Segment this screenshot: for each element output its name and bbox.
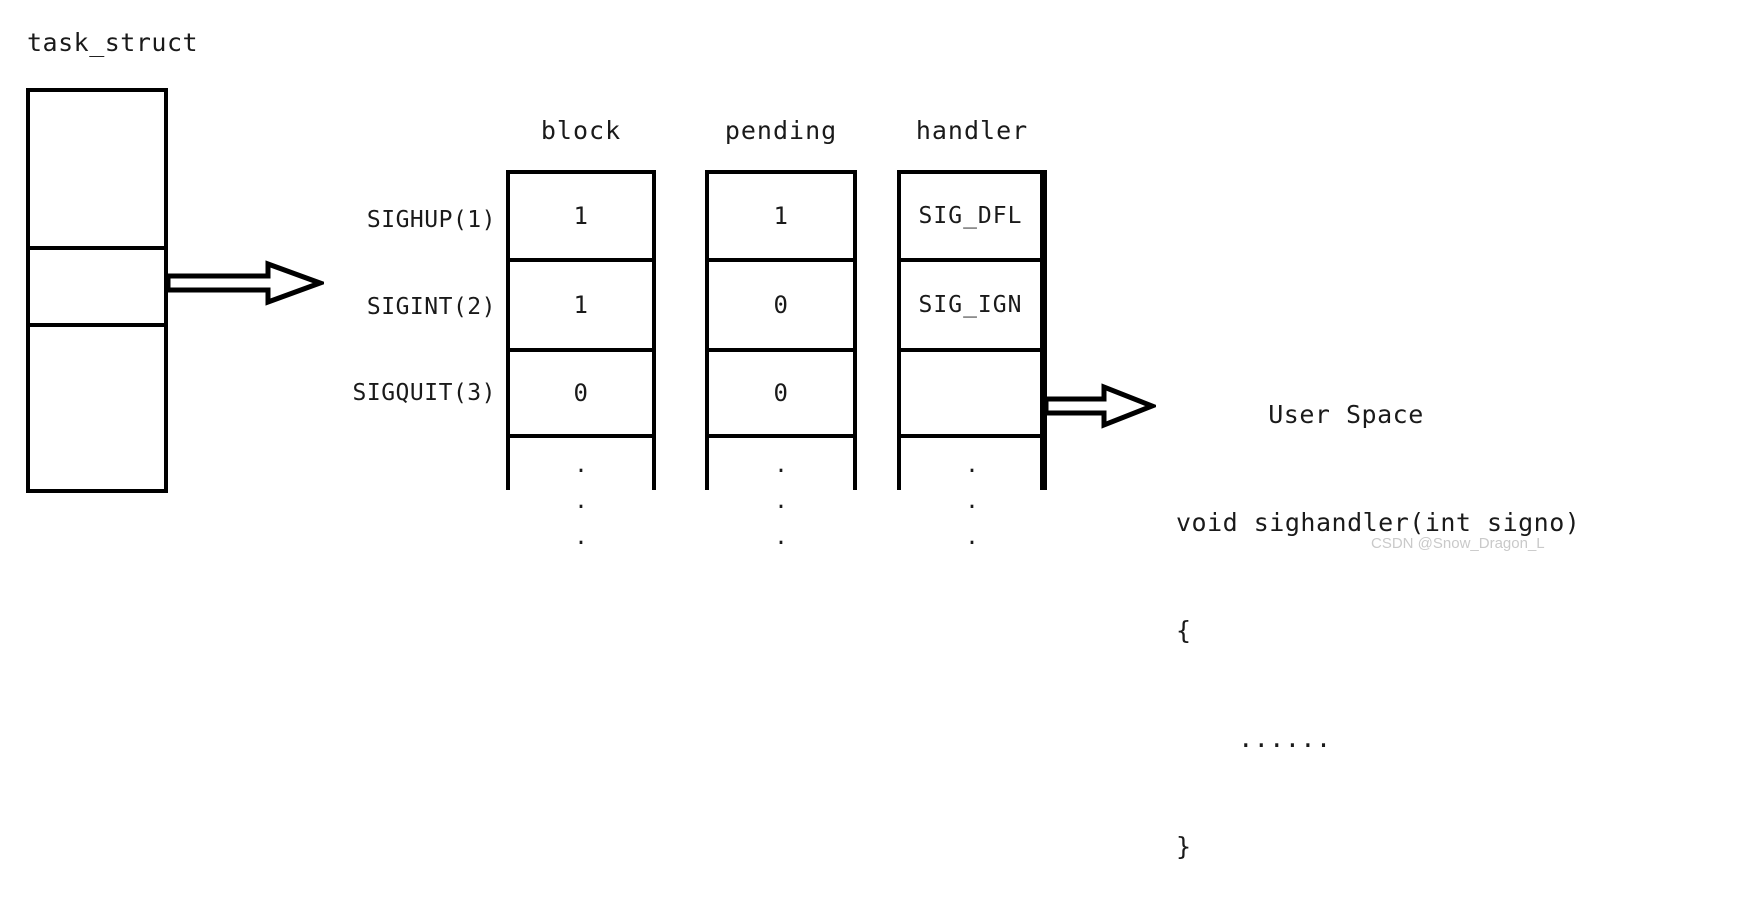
arrow-handler-to-user-icon xyxy=(1043,381,1159,435)
ellipsis-dot: . xyxy=(574,525,588,550)
row-label-sigint: SIGINT(2) xyxy=(366,294,496,320)
ellipsis-dot: . xyxy=(965,453,979,478)
ellipsis-handler: . . . xyxy=(897,448,1047,556)
task-struct-label: task_struct xyxy=(27,28,199,57)
user-space-code-line-0: void sighandler(int signo) xyxy=(1176,508,1581,537)
signal-table: block pending handler SIGHUP(1) SIGINT(2… xyxy=(346,110,1106,550)
watermark: CSDN @Snow_Dragon_L xyxy=(1371,535,1545,552)
ellipsis-dot: . xyxy=(965,525,979,550)
column-header-pending: pending xyxy=(724,116,838,145)
ellipsis-pending: . . . xyxy=(705,448,857,556)
cell-block-sigint: 1 xyxy=(510,262,652,352)
ellipsis-dot: . xyxy=(774,489,788,514)
cell-pending-sigint: 0 xyxy=(709,262,853,352)
user-space-code-line-1: { xyxy=(1176,616,1192,645)
user-space-code-line-2: ...... xyxy=(1176,724,1332,753)
task-struct-cell-0 xyxy=(30,92,164,250)
column-pending: 1 0 0 xyxy=(705,170,857,490)
cell-handler-sigint: SIG_IGN xyxy=(901,262,1040,352)
cell-handler-sigquit xyxy=(901,352,1040,438)
user-space-title: User Space xyxy=(1268,400,1424,429)
column-block: 1 1 0 xyxy=(506,170,656,490)
ellipsis-dot: . xyxy=(774,453,788,478)
ellipsis-block: . . . xyxy=(506,448,656,556)
user-space-code-line-3: } xyxy=(1176,832,1192,861)
task-struct-cell-2 xyxy=(30,327,164,489)
cell-block-sigquit: 0 xyxy=(510,352,652,438)
cell-pending-sigquit: 0 xyxy=(709,352,853,438)
cell-handler-sighup: SIG_DFL xyxy=(901,174,1040,262)
row-label-sighup: SIGHUP(1) xyxy=(366,207,496,233)
column-header-handler: handler xyxy=(915,116,1029,145)
column-header-block: block xyxy=(540,116,622,145)
ellipsis-dot: . xyxy=(574,453,588,478)
ellipsis-dot: . xyxy=(574,489,588,514)
user-space-code-block: User Space void sighandler(int signo) { … xyxy=(1176,325,1580,901)
ellipsis-dot: . xyxy=(774,525,788,550)
task-struct-box xyxy=(26,88,168,493)
arrow-task-to-table-icon xyxy=(165,258,328,312)
cell-pending-sighup: 1 xyxy=(709,174,853,262)
ellipsis-dot: . xyxy=(965,489,979,514)
row-label-sigquit: SIGQUIT(3) xyxy=(352,380,496,406)
task-struct-cell-signal-pointer xyxy=(30,250,164,327)
cell-block-sighup: 1 xyxy=(510,174,652,262)
column-handler: SIG_DFL SIG_IGN xyxy=(897,170,1047,490)
